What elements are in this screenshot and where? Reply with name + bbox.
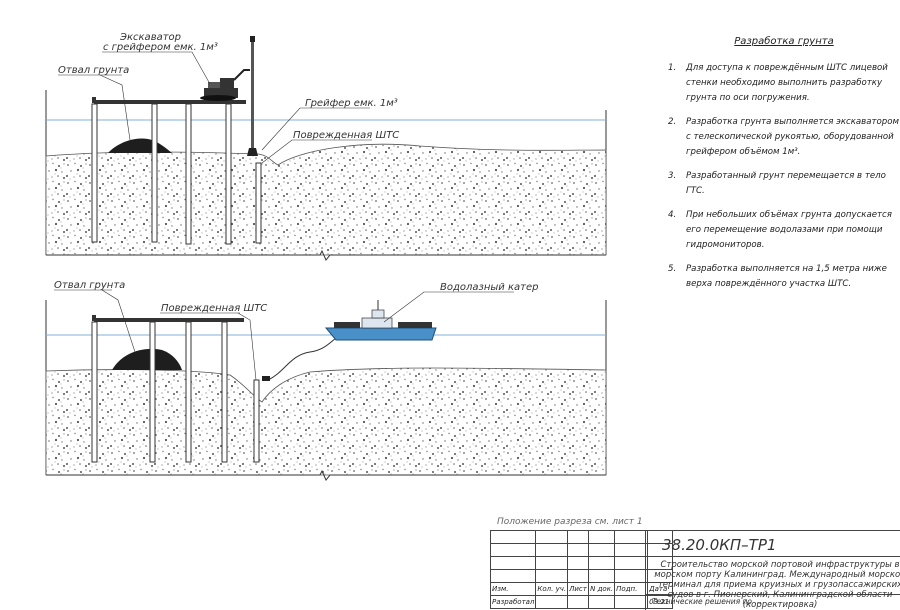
document-code: 38.20.0КП–ТР1 <box>662 536 777 554</box>
note-number: 5. <box>668 264 677 274</box>
grab-label: Грейфер емк. 1м³ <box>305 98 398 109</box>
deck-top <box>94 100 246 104</box>
note-number: 4. <box>668 210 677 220</box>
spoil-label-bottom: Отвал грунта <box>54 280 126 291</box>
deck-bottom <box>94 318 244 322</box>
stamp-cell <box>614 595 649 609</box>
title-block: Изм. Кол. уч. Лист N док. Подп. Дата Раз… <box>489 530 900 610</box>
note-text: Разработка грунта выполняется экскаватор… <box>686 117 899 157</box>
boat-label: Водолазный катер <box>440 282 539 293</box>
note-text: Разработка выполняется на 1,5 метра ниже… <box>686 264 887 289</box>
section-reference: Положение разреза см. лист 1 <box>497 517 643 527</box>
damaged-pile-bottom <box>253 379 260 463</box>
sheet-title: Технические решения по ... <box>652 597 762 606</box>
note-number: 3. <box>668 171 677 181</box>
bottom-section <box>45 289 607 481</box>
note-item: 4. При небольших объёмах грунта допускает… <box>668 208 900 253</box>
damaged-pile-label-top: Поврежденная ШТС <box>293 130 400 141</box>
note-text: При небольших объёмах грунта допускается… <box>686 210 892 250</box>
notes-panel: Разработка грунта 1. Для доступа к повреж… <box>668 36 900 301</box>
note-text: Для доступа к повреждённым ШТС лицевой с… <box>686 63 888 103</box>
stamp-cell: Разработал <box>489 595 537 609</box>
diving-boat <box>324 300 437 341</box>
header-cell: N док. <box>588 582 616 596</box>
damaged-pile-label-bottom: Поврежденная ШТС <box>161 303 268 314</box>
soil-bottom <box>45 367 607 476</box>
top-section <box>45 36 607 261</box>
spoil-label-top: Отвал грунта <box>58 65 130 76</box>
notes-title: Разработка грунта <box>734 36 834 47</box>
note-number: 1. <box>668 63 677 73</box>
header-cell: Подп. <box>614 582 649 596</box>
excavator <box>200 36 258 156</box>
damaged-pile-top <box>255 162 262 244</box>
excavator-label-line2: с грейфером емк. 1м³ <box>103 42 218 53</box>
note-item: 5. Разработка выполняется на 1,5 метра ни… <box>668 262 900 292</box>
header-cell: Кол. уч. <box>535 582 569 596</box>
stamp-cell <box>588 595 616 609</box>
note-text: Разработанный грунт перемещается в тело … <box>686 171 886 196</box>
spoil-heap-bottom <box>112 348 182 370</box>
header-cell: Лист <box>567 582 590 596</box>
note-item: 1. Для доступа к повреждённым ШТС лицевой… <box>668 61 900 106</box>
note-item: 3. Разработанный грунт перемещается в тел… <box>668 169 900 199</box>
excavator-label-line1: Экскаватор <box>120 32 182 43</box>
spoil-heap-top <box>108 138 172 153</box>
soil-top <box>45 143 607 256</box>
note-item: 2. Разработка грунта выполняется экскават… <box>668 115 900 160</box>
note-number: 2. <box>668 117 677 127</box>
header-cell: Изм. <box>489 582 537 596</box>
stamp-cell <box>535 595 569 609</box>
revision-table: Изм. Кол. уч. Лист N док. Подп. Дата Раз… <box>489 530 674 609</box>
stamp-cell <box>567 595 590 609</box>
